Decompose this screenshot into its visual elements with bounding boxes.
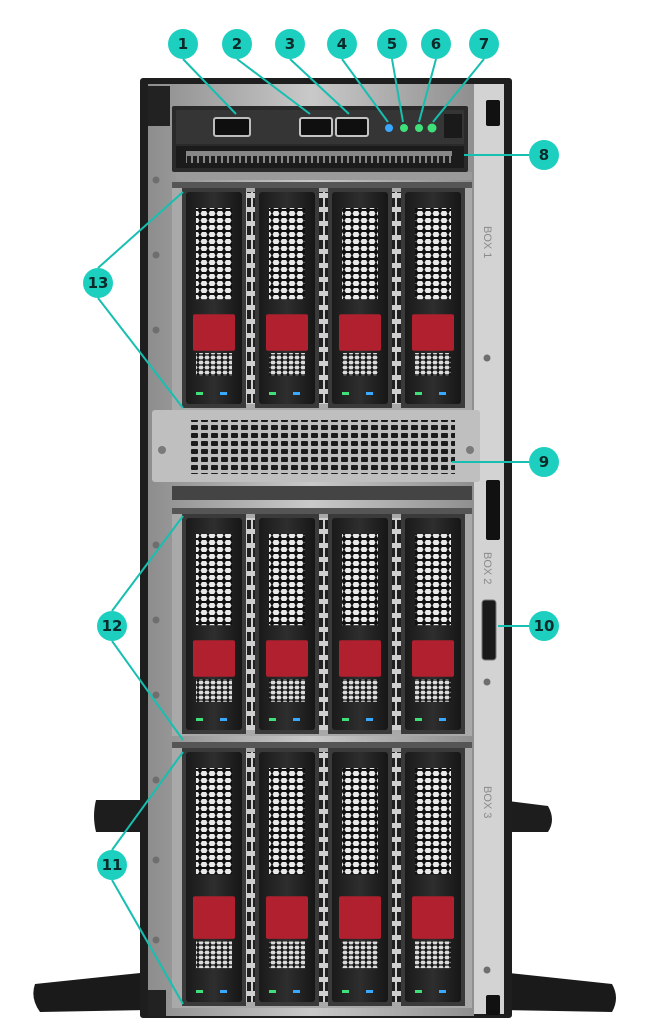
side-panel-latch[interactable] (481, 599, 497, 661)
drive-release-latch[interactable] (339, 896, 381, 939)
drive-release-latch[interactable] (412, 640, 454, 677)
leader-line-4 (341, 58, 389, 123)
bay-label: BOX 2 (481, 552, 493, 584)
callout-13: 13 (83, 268, 113, 298)
drive-1-1[interactable] (182, 188, 246, 408)
port-2-usb (299, 117, 333, 137)
led-7 (427, 123, 437, 133)
drive-release-latch[interactable] (193, 314, 235, 351)
leader-lines (97, 58, 529, 1005)
drive-3-1[interactable] (182, 748, 246, 1006)
leader-line-5 (391, 58, 404, 123)
drive-bays: BOX 1 BOX 2 BOX 3 (172, 182, 497, 1008)
leader-line-2 (236, 58, 311, 115)
leader-line-11 (111, 879, 184, 1005)
server-feet (33, 800, 616, 1012)
drive-cage-2 (172, 508, 472, 736)
drive-1-4[interactable] (401, 188, 465, 408)
callout-5: 5 (377, 29, 407, 59)
drive-release-latch[interactable] (412, 896, 454, 939)
bay-label: BOX 1 (481, 226, 493, 258)
drive-3-4[interactable] (401, 748, 465, 1006)
callout-9: 9 (529, 447, 559, 477)
drive-release-latch[interactable] (339, 314, 381, 351)
led-6 (415, 124, 423, 132)
drive-release-latch[interactable] (193, 896, 235, 939)
callout-12: 12 (97, 611, 127, 641)
drive-release-latch[interactable] (193, 640, 235, 677)
drive-2-3[interactable] (328, 514, 392, 734)
callout-4: 4 (327, 29, 357, 59)
drive-cage-3 (172, 742, 472, 1008)
leader-line-1 (182, 58, 237, 115)
callout-6: 6 (421, 29, 451, 59)
front-vent (152, 410, 480, 500)
drive-1-2[interactable] (255, 188, 319, 408)
drive-release-latch[interactable] (339, 640, 381, 677)
leader-line-12 (111, 515, 184, 612)
bay-label: BOX 3 (481, 786, 493, 818)
leader-line-12 (111, 640, 184, 741)
front-io-panel (172, 106, 472, 180)
port-1-display (213, 117, 251, 137)
drive-2-2[interactable] (255, 514, 319, 734)
callout-8: 8 (529, 140, 559, 170)
drive-3-3[interactable] (328, 748, 392, 1006)
callout-10: 10 (529, 611, 559, 641)
drive-release-latch[interactable] (266, 314, 308, 351)
callout-7: 7 (469, 29, 499, 59)
drive-release-latch[interactable] (266, 640, 308, 677)
drive-2-1[interactable] (182, 514, 246, 734)
leader-line-11 (111, 751, 184, 851)
callout-2: 2 (222, 29, 252, 59)
drive-2-4[interactable] (401, 514, 465, 734)
callout-1: 1 (168, 29, 198, 59)
leader-line-7 (432, 58, 485, 123)
led-5 (400, 124, 408, 132)
drive-release-latch[interactable] (266, 896, 308, 939)
drive-release-latch[interactable] (412, 314, 454, 351)
port-3-usb (335, 117, 369, 137)
callout-3: 3 (275, 29, 305, 59)
callout-11: 11 (97, 850, 127, 880)
leader-line-6 (418, 58, 437, 123)
leader-line-3 (289, 58, 350, 115)
drive-cage-1 (172, 182, 472, 410)
leader-line-13 (97, 191, 184, 269)
led-4 (385, 124, 393, 132)
drive-3-2[interactable] (255, 748, 319, 1006)
leader-line-13 (97, 297, 184, 409)
drive-1-3[interactable] (328, 188, 392, 408)
